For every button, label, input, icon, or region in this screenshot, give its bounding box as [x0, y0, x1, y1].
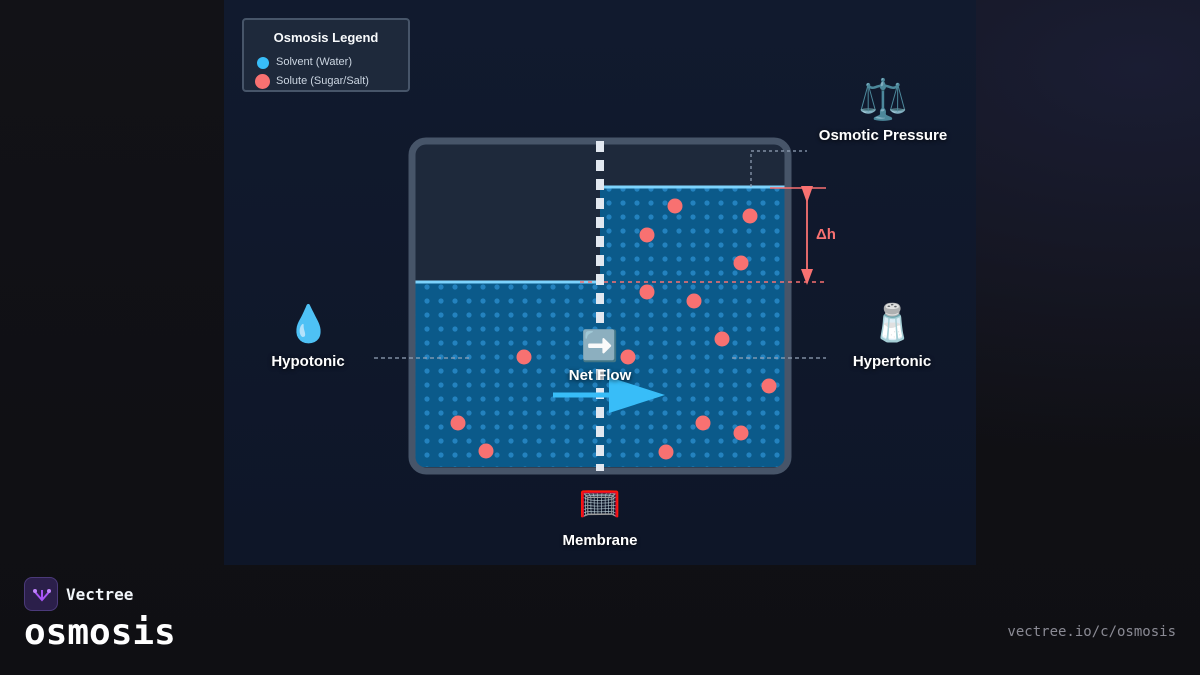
solute-particle — [695, 415, 711, 431]
solute-particle — [733, 255, 749, 271]
solute-particle — [686, 293, 702, 309]
diagram-panel: Osmosis Legend Solvent (Water) Solute (S… — [224, 0, 976, 565]
balance-scale-icon: ⚖️ — [858, 78, 908, 122]
membrane-label: Membrane — [562, 532, 638, 549]
right-arrow-icon: ➡️ — [581, 330, 619, 363]
solute-particle — [639, 227, 655, 243]
net-flow-label: Net Flow — [568, 367, 632, 384]
osmosis-diagram — [374, 137, 826, 475]
solvent-particles-right — [600, 188, 785, 467]
brand-name: Vectree — [66, 584, 134, 604]
legend-item-label: Solute (Sugar/Salt) — [276, 75, 369, 87]
legend-item-label: Solvent (Water) — [276, 56, 353, 68]
legend-title: Osmosis Legend — [273, 30, 379, 45]
solute-particle — [761, 378, 777, 394]
topic-slug: osmosis — [24, 612, 176, 653]
salt-shaker-icon: 🧂 — [870, 302, 915, 343]
solute-particle — [516, 349, 532, 365]
osmotic-pressure-bracket — [750, 150, 807, 187]
solute-particle — [620, 349, 636, 365]
osmotic-pressure-label: Osmotic Pressure — [818, 127, 948, 144]
hypotonic-label: Hypotonic — [271, 353, 345, 370]
brand: Vectree — [24, 577, 133, 611]
droplet-icon: 💧 — [286, 303, 331, 344]
solute-swatch — [255, 74, 270, 89]
vectree-logo-icon — [24, 577, 58, 611]
solute-particle — [714, 331, 730, 347]
solute-particle — [450, 415, 466, 431]
solute-particle — [733, 425, 749, 441]
legend-box: Osmosis Legend Solvent (Water) Solute (S… — [242, 18, 410, 92]
net-icon: 🥅 — [578, 485, 622, 523]
solute-particles — [450, 198, 777, 460]
source-url[interactable]: vectree.io/c/osmosis — [1007, 624, 1176, 640]
delta-h-label: Δh — [816, 226, 836, 243]
delta-h-arrow-bottom — [801, 269, 813, 285]
hypertonic-label: Hypertonic — [852, 353, 932, 370]
solute-particle — [742, 208, 758, 224]
net-flow-arrow-head — [609, 377, 665, 413]
solute-particle — [658, 444, 674, 460]
solvent-swatch — [257, 57, 269, 69]
solvent-particles-left — [415, 283, 600, 467]
solute-particle — [639, 284, 655, 300]
solute-particle — [667, 198, 683, 214]
delta-h-arrow-top — [801, 186, 813, 203]
solute-particle — [478, 443, 494, 459]
